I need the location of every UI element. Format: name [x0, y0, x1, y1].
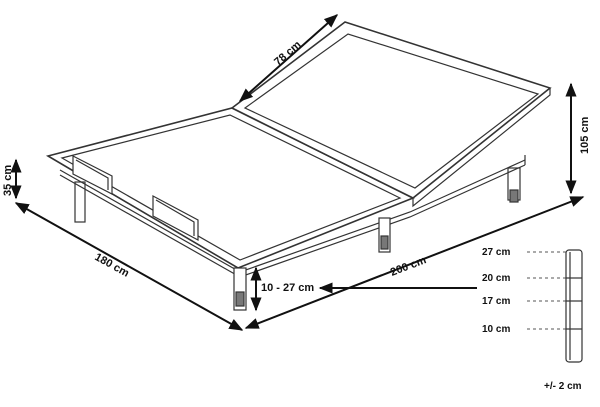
- dim-line-width: [14, 202, 244, 331]
- leg-option-guides: [527, 251, 566, 330]
- leg-option-label-10: 10 cm: [482, 324, 510, 335]
- label-max-height: 105 cm: [579, 116, 591, 154]
- label-leg-height: 10 - 27 cm: [261, 282, 314, 294]
- side-retainer-bar-left: [72, 155, 113, 195]
- label-length: 200 cm: [389, 254, 428, 279]
- leg-option-label-17: 17 cm: [482, 296, 510, 307]
- dimension-lines: [10, 14, 585, 331]
- leg-tolerance-label: +/- 2 cm: [544, 381, 582, 392]
- bed-leg-front-left: [233, 267, 247, 311]
- label-frame-height: 35 cm: [2, 165, 14, 196]
- label-width: 180 cm: [93, 251, 132, 280]
- bed-leg-back-right: [507, 167, 521, 203]
- leg-segment-graphic: [565, 249, 583, 363]
- dim-line-length: [244, 196, 585, 329]
- leg-option-label-27: 27 cm: [482, 247, 510, 258]
- bed-leg-front-right: [378, 217, 391, 253]
- leg-option-label-20: 20 cm: [482, 273, 510, 284]
- leg-height-options: 27 cm 20 cm 17 cm 10 cm +/- 2 cm: [482, 247, 583, 392]
- dim-line-backrest: [238, 14, 339, 102]
